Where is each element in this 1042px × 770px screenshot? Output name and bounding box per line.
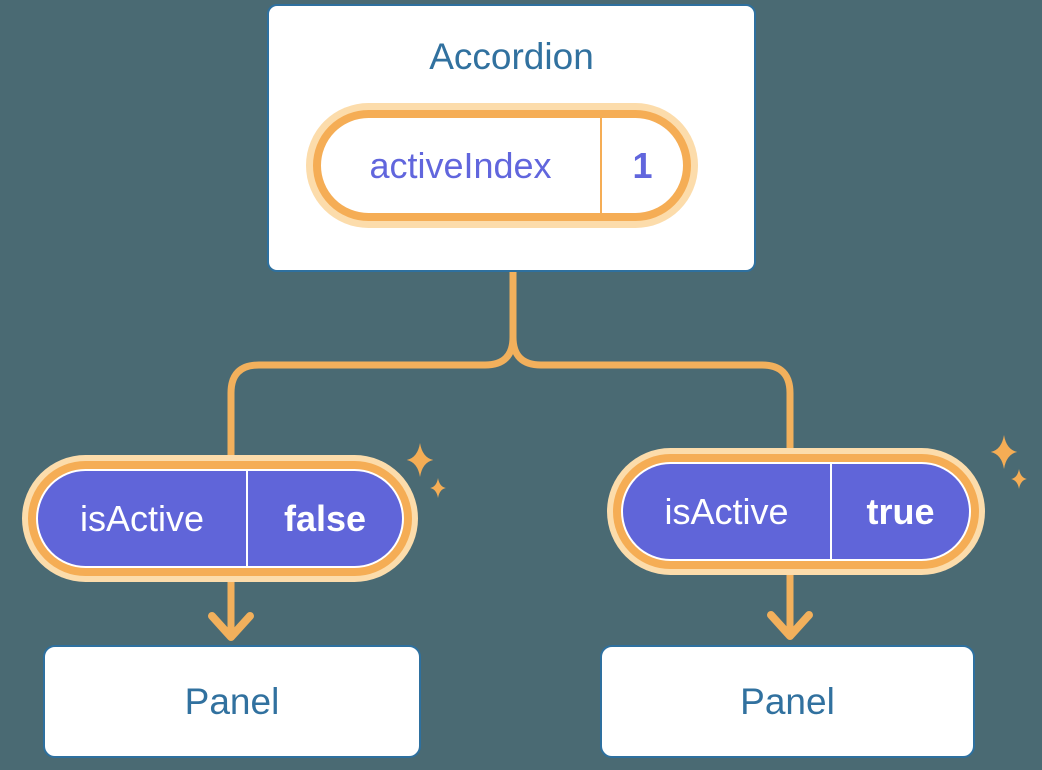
prop-pill-right: isActive true bbox=[607, 448, 985, 575]
sparkle-icon bbox=[1011, 469, 1027, 489]
state-pill: activeIndex 1 bbox=[306, 103, 698, 228]
prop-pill-right-body: isActive true bbox=[623, 464, 969, 559]
arrow-left-head-icon bbox=[208, 612, 254, 641]
state-value-label: 1 bbox=[632, 144, 653, 186]
prop-pill-left: isActive false bbox=[22, 455, 418, 582]
connector-right-branch bbox=[509, 272, 794, 448]
prop-pill-left-body: isActive false bbox=[38, 471, 402, 566]
sparkles-left-pill bbox=[406, 443, 446, 498]
sparkle-icon bbox=[430, 478, 446, 498]
prop-pill-divider bbox=[246, 471, 248, 566]
panel-card-left: Panel bbox=[43, 645, 421, 758]
prop-name-label: isActive bbox=[664, 490, 789, 532]
accordion-card: Accordion activeIndex 1 bbox=[267, 4, 756, 272]
state-pill-divider bbox=[600, 118, 602, 213]
prop-name-label: isActive bbox=[79, 497, 205, 539]
sparkle-icon bbox=[990, 435, 1018, 469]
accordion-title: Accordion bbox=[429, 36, 594, 77]
state-pill-ring: activeIndex 1 bbox=[313, 110, 691, 221]
prop-pill-divider bbox=[830, 464, 832, 559]
sparkles-right-pill bbox=[990, 435, 1027, 489]
prop-value-label: true bbox=[866, 490, 935, 532]
panel-card-right: Panel bbox=[600, 645, 975, 758]
connector-left-branch bbox=[227, 272, 517, 455]
arrow-right-head-icon bbox=[767, 611, 813, 640]
prop-value-label: false bbox=[283, 497, 367, 539]
state-name-label: activeIndex bbox=[369, 144, 552, 186]
prop-pill-right-ring: isActive true bbox=[613, 454, 979, 569]
sparkle-icon bbox=[406, 443, 434, 477]
prop-pill-left-ring: isActive false bbox=[28, 461, 412, 576]
